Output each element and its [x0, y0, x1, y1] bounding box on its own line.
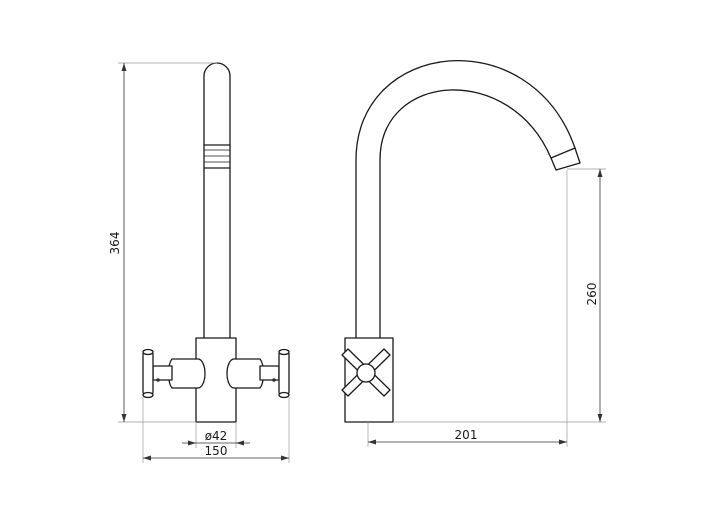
- dimension-label-spout-height: 260: [585, 283, 599, 306]
- front-left-cross-handle[interactable]: [142, 348, 154, 399]
- side-gooseneck-spout: [355, 59, 576, 339]
- dimension-label-body-diameter: ø42: [205, 429, 228, 443]
- front-view: [142, 62, 290, 423]
- dimension-spout-reach: 201: [367, 170, 568, 447]
- front-spout-pipe: [203, 62, 231, 339]
- front-aerator-ring: [203, 144, 231, 169]
- side-cross-handle[interactable]: [341, 348, 391, 397]
- dimension-label-spout-reach: 201: [455, 428, 478, 442]
- dimension-body-diameter: ø42: [182, 422, 250, 448]
- dimension-label-handle-span: 150: [205, 444, 228, 458]
- front-right-cross-handle[interactable]: [278, 348, 290, 399]
- dimension-label-front-height: 364: [108, 232, 122, 255]
- front-left-valve: [152, 358, 206, 389]
- dimension-spout-height: 260: [393, 168, 606, 423]
- side-spout-tip: [550, 147, 581, 171]
- dimension-front-height: 364: [108, 62, 217, 423]
- dimension-handle-span: 150: [142, 397, 290, 463]
- side-view: [341, 59, 581, 423]
- front-right-valve: [226, 358, 280, 389]
